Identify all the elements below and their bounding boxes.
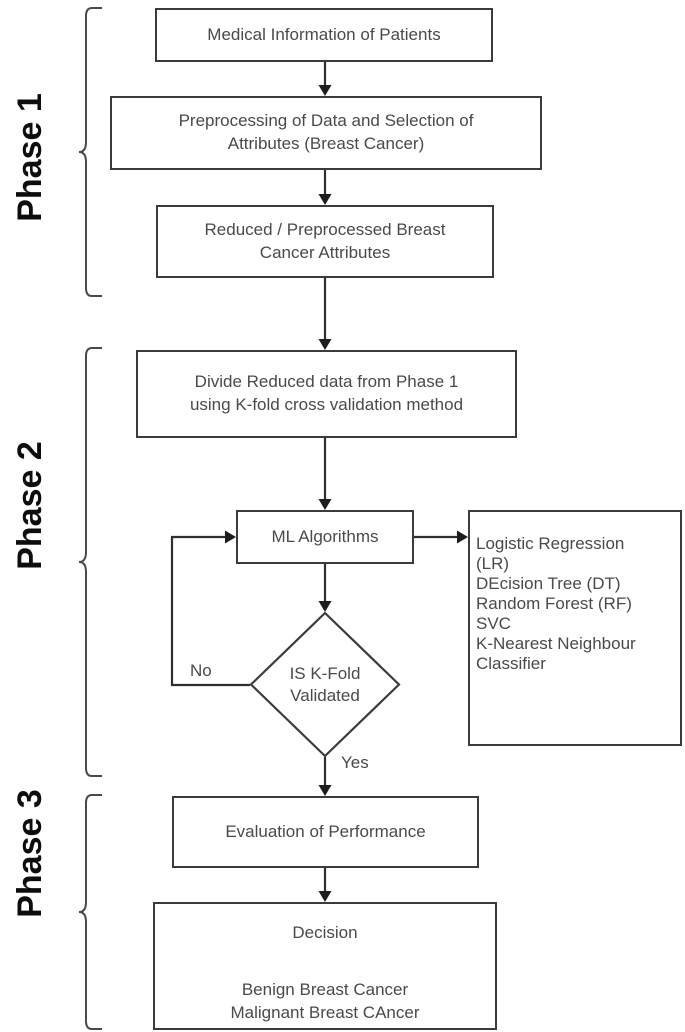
phase-1-bracket [78,6,104,298]
node-ml-algorithms-text: ML Algorithms [271,526,379,546]
node-preprocessing[interactable]: Preprocessing of Data and Selection of A… [110,96,542,170]
phase-3-bracket [78,793,104,1031]
node-evaluation-text: Evaluation of Performance [225,821,426,841]
node-medical-information[interactable]: Medical Information of Patients [155,8,493,62]
phase-label-2-text: Phase 2 [10,441,49,570]
node-divide-data-text: Divide Reduced data from Phase 1 using K… [189,372,464,414]
node-reduced-attributes-text: Reduced / Preprocessed Breast Cancer Att… [204,219,446,262]
node-evaluation[interactable]: Evaluation of Performance [172,796,479,868]
arrowhead-divide-to-ml [318,499,332,510]
arrowhead-medical-to-preprocessing [318,85,332,96]
node-decision-diamond[interactable]: IS K-Fold Validated [249,611,401,758]
node-decision-result-body: Benign Breast Cancer Malignant Breast CA… [230,979,420,1022]
node-algorithm-list-text: Logistic Regression (LR) DEcision Tree (… [476,534,636,674]
arrowhead-evaluation-to-decision [318,891,332,902]
phase-label-1: Phase 1 [0,93,110,222]
phase-label-3-text: Phase 3 [10,789,49,918]
node-reduced-attributes[interactable]: Reduced / Preprocessed Breast Cancer Att… [156,205,494,278]
phase-label-1-text: Phase 1 [10,93,49,222]
node-divide-data[interactable]: Divide Reduced data from Phase 1 using K… [136,350,517,438]
node-decision-result[interactable]: Decision Benign Breast Cancer Malignant … [153,902,497,1030]
edge-label-no: No [190,661,212,680]
arrowhead-yes-to-evaluation [318,785,332,796]
node-medical-information-text: Medical Information of Patients [207,24,441,44]
node-ml-algorithms[interactable]: ML Algorithms [236,510,414,564]
arrowhead-no-loopback [225,530,236,544]
phase-label-2: Phase 2 [0,441,110,570]
arrowhead-reduced-to-divide [318,339,332,350]
node-decision-result-title: Decision [292,923,358,942]
arrowhead-ml-to-list [457,530,468,544]
node-algorithm-list[interactable]: Logistic Regression (LR) DEcision Tree (… [468,510,682,746]
phase-2-bracket [78,346,104,778]
phase-label-3: Phase 3 [0,789,110,918]
arrowhead-preprocessing-to-reduced [318,194,332,205]
node-preprocessing-text: Preprocessing of Data and Selection of A… [178,111,474,153]
edge-label-yes: Yes [341,753,369,772]
